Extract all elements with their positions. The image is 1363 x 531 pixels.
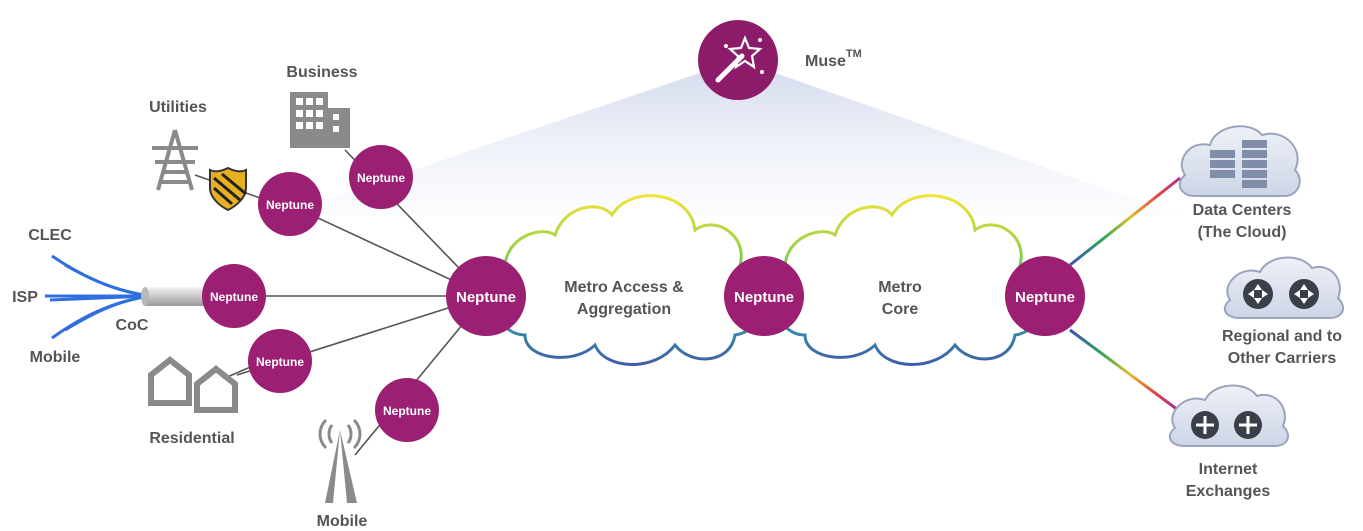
neptune-node-access-hub[interactable]: Neptune [446,256,526,336]
neptune-node-residential[interactable]: Neptune [248,329,312,393]
metro-access-cloud: Metro Access & Aggregation [493,194,764,366]
business-building-icon [290,92,350,148]
svg-text:Neptune: Neptune [456,289,516,306]
metro-core-cloud: Metro Core [773,194,1044,366]
mobile-bottom-label: Mobile [317,513,368,530]
link-data-centers [1069,176,1181,267]
mobile-tower-icon [318,418,362,503]
muse-coverage-beam [280,60,1180,215]
svg-text:Neptune: Neptune [1015,289,1075,306]
regional-label-line2: Other Carriers [1228,350,1337,367]
svg-text:Neptune: Neptune [383,404,431,418]
regional-label-line1: Regional and to [1222,328,1342,345]
svg-text:Neptune: Neptune [266,198,314,212]
svg-text:Neptune: Neptune [357,171,405,185]
coc-label: CoC [116,317,149,334]
neptune-node-utilities[interactable]: Neptune [258,172,322,236]
link-internet [1069,328,1179,412]
residential-label: Residential [149,430,234,447]
power-tower-icon [152,129,198,191]
neptune-node-business[interactable]: Neptune [349,145,413,209]
regional-cloud-icon [1223,256,1345,319]
metro-core-label-line1: Metro [878,279,922,296]
coc-cylinder-icon [141,287,205,306]
neptune-node-metro-core[interactable]: Neptune [1005,256,1085,336]
data-centers-cloud-icon [1178,125,1301,197]
metro-access-label-line2: Aggregation [577,301,671,318]
clec-label: CLEC [28,227,72,244]
isp-label: ISP [12,289,38,306]
residential-houses-icon [148,356,238,413]
internet-label-line1: Internet [1199,461,1258,478]
shield-icon [209,166,247,212]
internet-exchange-cloud-icon [1168,384,1290,447]
metro-access-label-line1: Metro Access & [564,279,684,296]
data-centers-label-line2: (The Cloud) [1198,224,1287,241]
neptune-node-metro-aggregation[interactable]: Neptune [724,256,804,336]
business-label: Business [286,64,357,81]
metro-core-label-line2: Core [882,301,919,318]
mobile-left-label: Mobile [30,349,81,366]
svg-text:Neptune: Neptune [256,355,304,369]
svg-text:Neptune: Neptune [210,290,258,304]
neptune-node-mobile[interactable]: Neptune [375,378,439,442]
muse-label: MuseTM [805,48,862,70]
internet-label-line2: Exchanges [1186,483,1271,500]
muse-node[interactable] [698,20,778,100]
neptune-node-coc[interactable]: Neptune [202,264,266,328]
data-centers-label-line1: Data Centers [1193,202,1292,219]
svg-text:Neptune: Neptune [734,289,794,306]
utilities-label: Utilities [149,99,207,116]
